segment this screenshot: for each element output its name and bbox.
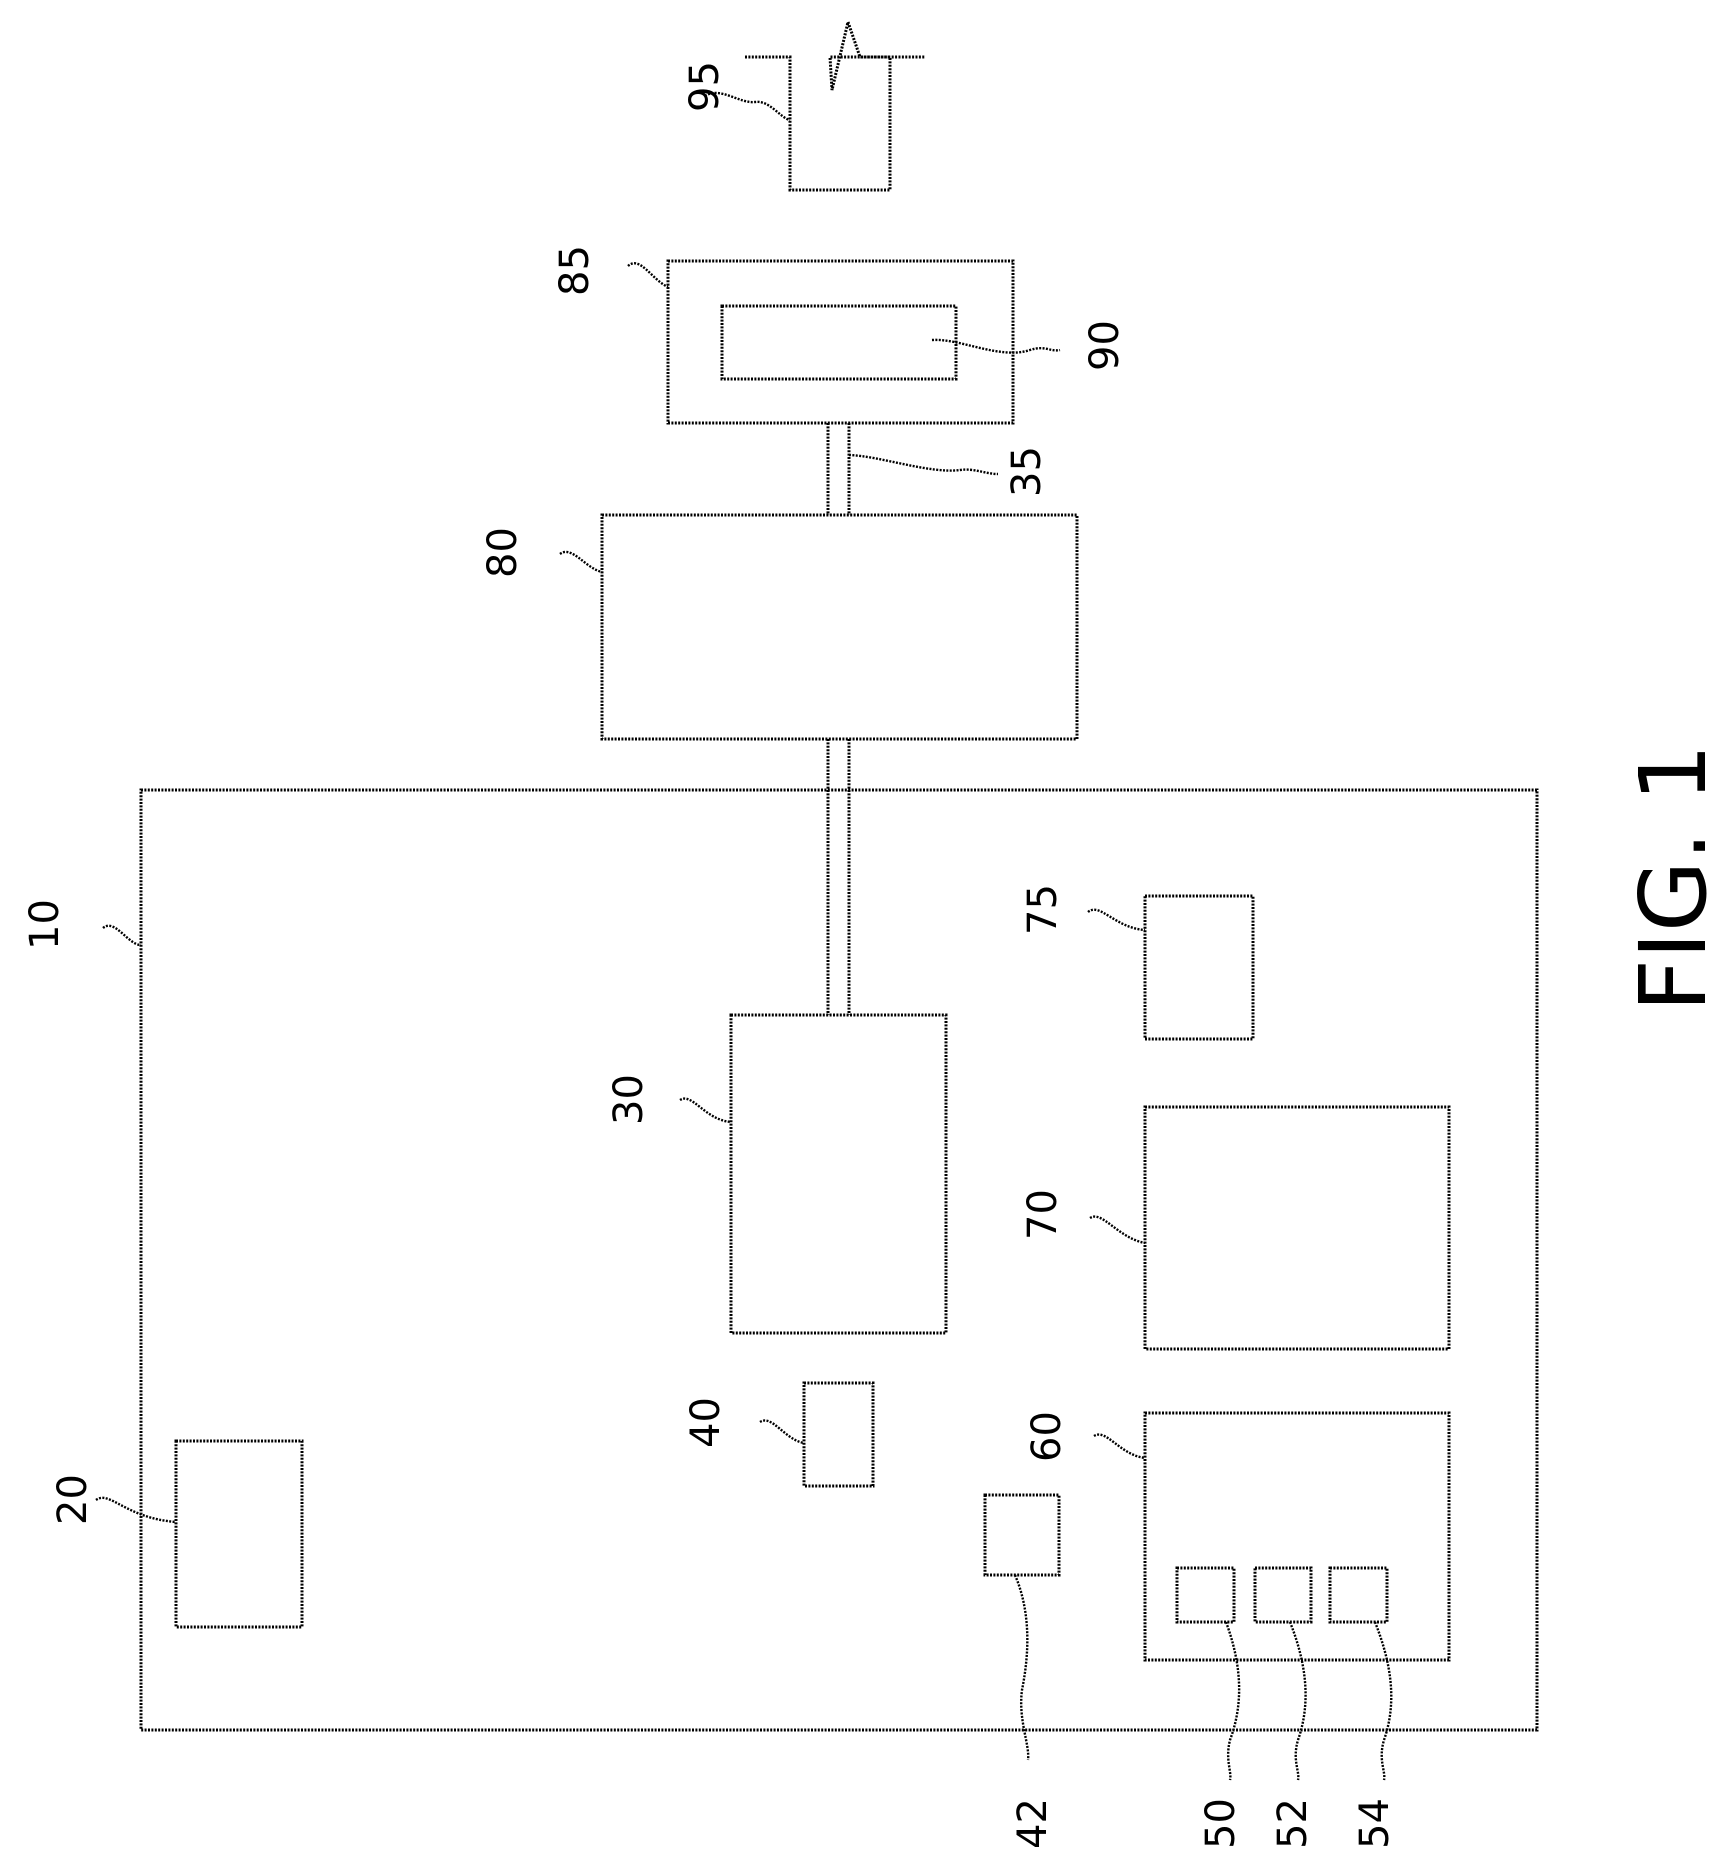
leader-60 <box>1094 1435 1145 1458</box>
leader-20 <box>96 1498 176 1522</box>
svg-text:80: 80 <box>480 527 526 578</box>
label-20: 20 <box>50 1474 96 1525</box>
component-75 <box>1145 896 1253 1039</box>
svg-text:42: 42 <box>1010 1798 1056 1849</box>
component-20 <box>176 1441 302 1627</box>
label-85: 85 <box>552 245 598 296</box>
svg-text:85: 85 <box>552 245 598 296</box>
leader-35 <box>849 455 998 474</box>
label-40: 40 <box>683 1397 729 1448</box>
leader-50 <box>1226 1622 1239 1780</box>
label-52: 52 <box>1270 1798 1316 1849</box>
label-54: 54 <box>1352 1798 1398 1849</box>
component-95 <box>705 22 925 190</box>
leader-40 <box>760 1420 804 1443</box>
svg-text:90: 90 <box>1082 320 1128 371</box>
leader-80 <box>560 552 602 572</box>
svg-text:52: 52 <box>1270 1798 1316 1849</box>
component-30 <box>731 1015 946 1333</box>
label-60: 60 <box>1024 1411 1070 1462</box>
connector-35 <box>828 423 849 515</box>
component-80 <box>602 515 1077 739</box>
label-70: 70 <box>1020 1189 1066 1240</box>
label-95: 95 <box>682 61 728 112</box>
svg-text:10: 10 <box>22 899 68 950</box>
svg-text:35: 35 <box>1004 446 1050 497</box>
leader-30 <box>680 1099 731 1122</box>
svg-text:95: 95 <box>682 61 728 112</box>
leader-52 <box>1290 1622 1306 1780</box>
svg-text:60: 60 <box>1024 1411 1070 1462</box>
svg-text:20: 20 <box>50 1474 96 1525</box>
svg-text:75: 75 <box>1020 884 1066 935</box>
label-10: 10 <box>22 899 68 950</box>
svg-text:50: 50 <box>1198 1798 1244 1849</box>
label-35: 35 <box>1004 446 1050 497</box>
svg-text:40: 40 <box>683 1397 729 1448</box>
leader-42 <box>1015 1575 1028 1760</box>
component-54 <box>1330 1568 1387 1622</box>
svg-text:54: 54 <box>1352 1798 1398 1849</box>
label-75: 75 <box>1020 884 1066 935</box>
component-52 <box>1255 1568 1311 1622</box>
label-90: 90 <box>1082 320 1128 371</box>
leader-54 <box>1375 1622 1391 1780</box>
svg-text:FIG. 1: FIG. 1 <box>1620 744 1727 1012</box>
component-40 <box>804 1383 873 1486</box>
component-70 <box>1145 1107 1449 1349</box>
label-30: 30 <box>606 1074 652 1125</box>
figure-label: FIG. 1 <box>1620 744 1727 1012</box>
component-10 <box>141 790 1537 1730</box>
svg-text:30: 30 <box>606 1074 652 1125</box>
leader-75 <box>1088 910 1145 930</box>
component-50 <box>1177 1568 1234 1622</box>
component-42 <box>985 1495 1059 1575</box>
connector-80-30 <box>828 739 849 1015</box>
component-85 <box>668 261 1013 423</box>
leader-70 <box>1090 1217 1145 1243</box>
label-80: 80 <box>480 527 526 578</box>
label-42: 42 <box>1010 1798 1056 1849</box>
leader-85 <box>628 263 668 287</box>
label-50: 50 <box>1198 1798 1244 1849</box>
svg-text:70: 70 <box>1020 1189 1066 1240</box>
leader-90 <box>932 340 1060 353</box>
leader-10 <box>103 926 141 945</box>
component-90 <box>722 306 956 379</box>
